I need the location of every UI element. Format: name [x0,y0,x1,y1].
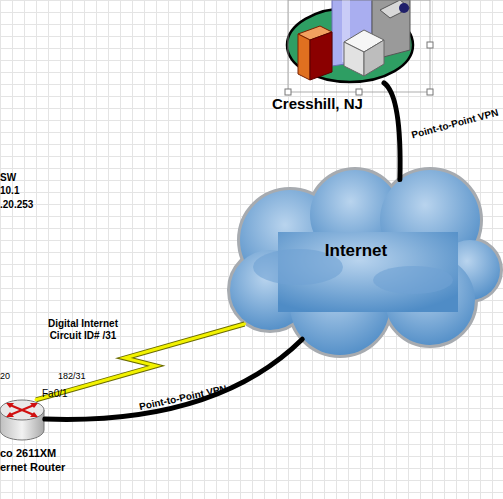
edge-label: Digital Internet Circuit ID# /31 [40,318,126,342]
text-label: 182/31 [58,371,86,381]
connector [384,83,400,180]
building-illustration [285,0,433,95]
node-label: Cresshill, NJ [272,95,432,114]
text-label: .20.253 [0,199,33,210]
cloud-illustration [230,170,500,355]
connector [45,339,302,419]
node-label: Internet [306,240,406,261]
text-label: Fa0/1 [42,388,68,399]
node-label: co 2611XM ernet Router [0,447,70,475]
edge-label: Point-to-Point VPN [400,104,503,144]
text-label: SW [0,172,16,183]
edge-label: Point-to-Point VPN [128,381,238,416]
network-node: Cresshill, NJ [272,0,432,112]
text-label: 10.1 [0,185,19,196]
router-icon [0,400,44,440]
network-node: Internet [228,172,503,362]
network-node: co 2611XM ernet Router [0,395,80,475]
vpn-link [384,83,400,180]
vpn-link [45,339,302,419]
text-label: 20 [0,371,10,381]
